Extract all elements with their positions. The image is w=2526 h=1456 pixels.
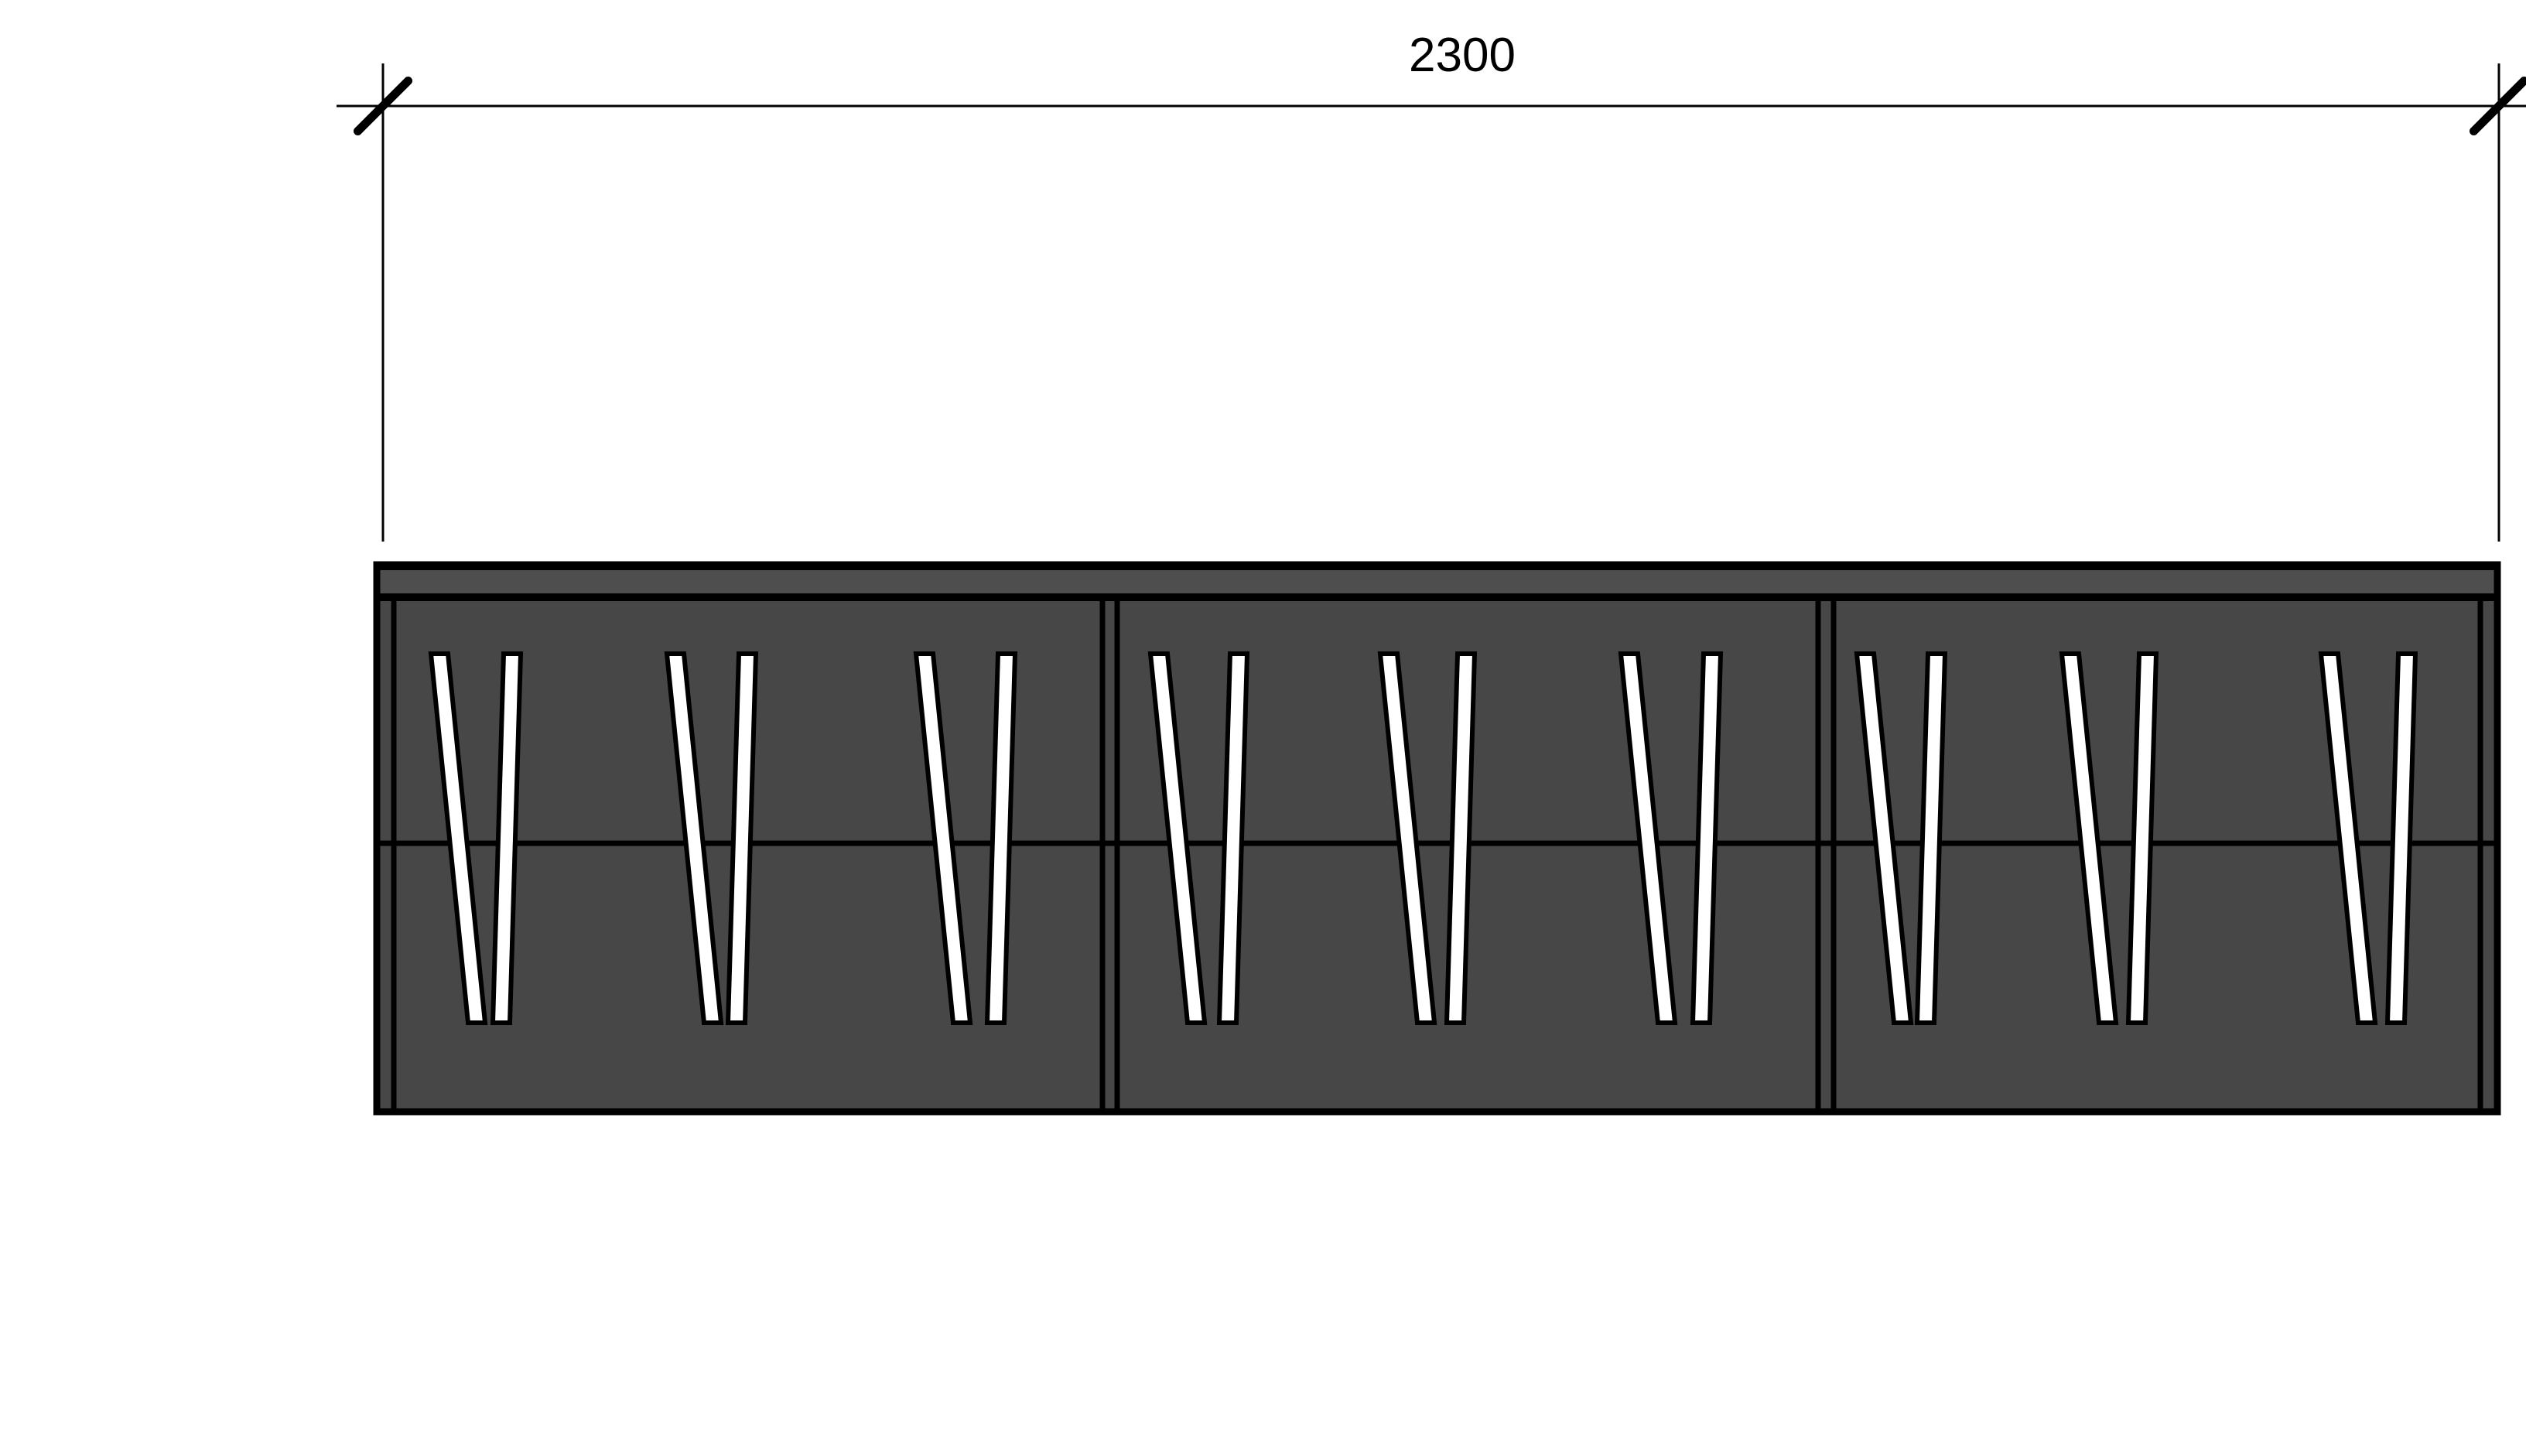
top-rail	[377, 567, 2497, 597]
slat	[1444, 651, 1478, 1025]
slat	[725, 651, 759, 1025]
slat	[1216, 651, 1250, 1025]
slat	[913, 651, 973, 1025]
cabinet-outer-frame	[373, 561, 2501, 1116]
slat-layer	[428, 651, 2418, 1025]
divider-layer	[1099, 597, 1837, 1112]
slat	[2384, 651, 2418, 1025]
slat	[1854, 651, 1914, 1025]
dimension-tick-right-icon	[2469, 76, 2526, 136]
slat	[984, 651, 1018, 1025]
slat	[1618, 651, 1678, 1025]
slat	[2125, 651, 2159, 1025]
slat	[1147, 651, 1208, 1025]
slat	[1377, 651, 1437, 1025]
slat	[2318, 651, 2378, 1025]
slat	[1690, 651, 1724, 1025]
slat	[2059, 651, 2119, 1025]
cabinet-elevation	[373, 561, 2501, 1116]
dimension-annotation: 2300	[337, 29, 2526, 542]
slat	[1914, 651, 1948, 1025]
slat	[490, 651, 524, 1025]
dimension-tick-left-icon	[353, 76, 413, 136]
slat	[428, 651, 488, 1025]
slat	[664, 651, 724, 1025]
dimension-label: 2300	[1409, 29, 1516, 82]
